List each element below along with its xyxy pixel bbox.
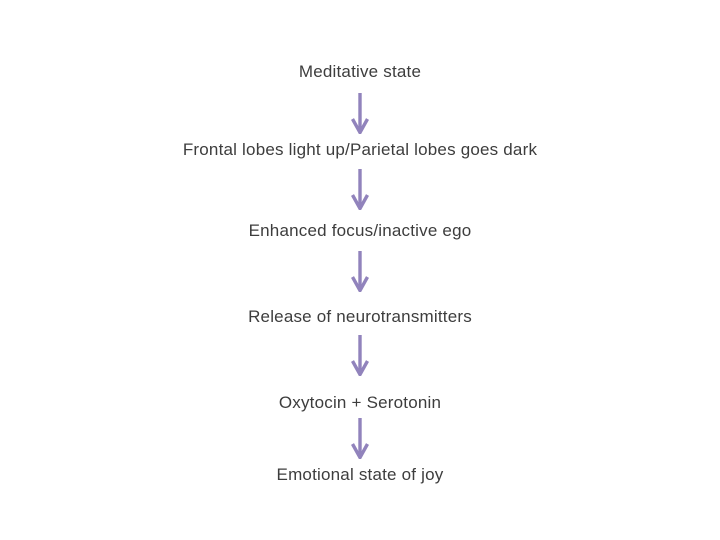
- down-arrow-icon: [351, 93, 369, 134]
- down-arrow-icon: [351, 251, 369, 292]
- step-meditative-state: Meditative state: [298, 62, 422, 81]
- down-arrow-icon: [351, 169, 369, 210]
- step-frontal-parietal-lobes: Frontal lobes light up/Parietal lobes go…: [182, 140, 538, 159]
- down-arrow-icon: [351, 418, 369, 459]
- down-arrow-icon: [351, 335, 369, 376]
- step-enhanced-focus: Enhanced focus/inactive ego: [248, 221, 472, 240]
- step-emotional-state-of-joy: Emotional state of joy: [276, 465, 444, 484]
- step-release-neurotransmitters: Release of neurotransmitters: [248, 307, 472, 326]
- step-oxytocin-serotonin: Oxytocin + Serotonin: [278, 393, 442, 412]
